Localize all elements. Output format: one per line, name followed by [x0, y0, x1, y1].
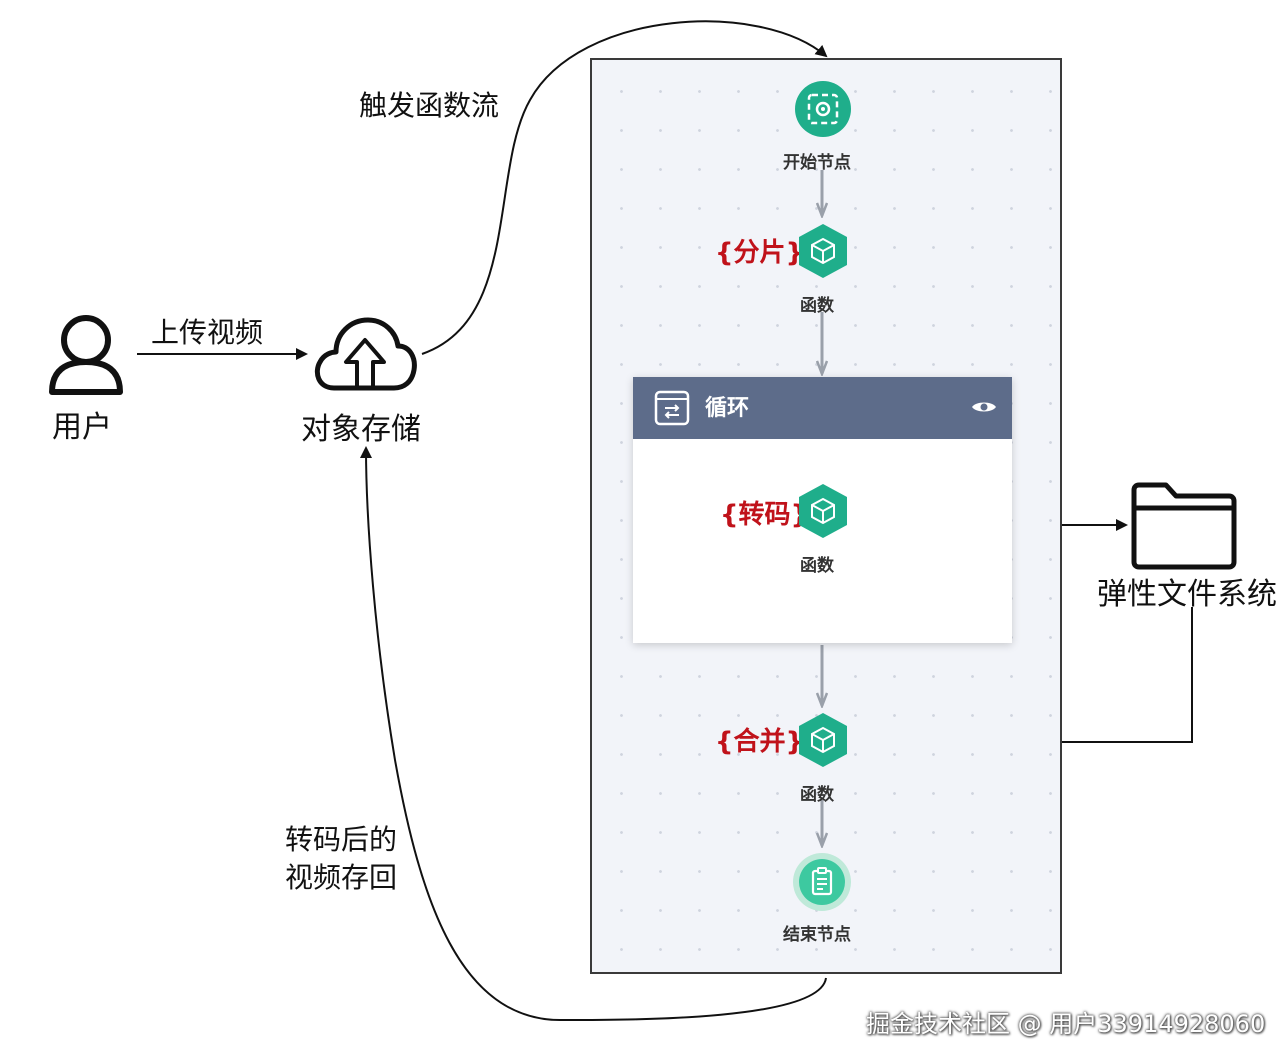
merge-tag: {合并}: [715, 727, 805, 757]
user-icon: [49, 315, 123, 395]
transcode-tag: {转码}: [720, 500, 810, 530]
return-label-line1: 转码后的: [285, 823, 398, 856]
cube-icon: [799, 484, 847, 538]
start-node-caption: 开始节点: [783, 153, 851, 173]
upload-label: 上传视频: [151, 316, 264, 349]
cloud-upload-icon: [314, 317, 417, 391]
transcode-function-caption: 函数: [800, 556, 834, 576]
file-system-label: 弹性文件系统: [1097, 577, 1277, 612]
end-node[interactable]: [792, 852, 852, 912]
folder-icon: [1131, 482, 1237, 570]
merge-function-node[interactable]: [796, 711, 850, 769]
storage-label: 对象存储: [301, 412, 421, 447]
split-function-node[interactable]: [796, 222, 850, 280]
clipboard-icon: [793, 853, 851, 911]
start-target-icon: [795, 81, 851, 137]
watermark: 掘金技术社区 @ 用户33914928060: [866, 1010, 1266, 1038]
user-label: 用户: [52, 410, 112, 445]
transcode-function-node[interactable]: [796, 482, 850, 540]
trigger-label: 触发函数流: [359, 89, 500, 122]
start-node[interactable]: [794, 80, 852, 138]
cube-icon: [799, 713, 847, 767]
file-system-actor: [1130, 482, 1238, 570]
user-actor: [46, 312, 126, 396]
end-node-caption: 结束节点: [783, 925, 851, 945]
trigger-arrow: [421, 20, 828, 355]
loop-icon: [654, 390, 690, 426]
return-label-line2: 视频存回: [285, 861, 398, 894]
cube-icon: [799, 224, 847, 278]
split-tag: {分片}: [715, 238, 805, 268]
loop-title: 循环: [705, 396, 750, 421]
eye-icon[interactable]: [971, 399, 997, 415]
split-function-caption: 函数: [800, 296, 834, 316]
storage-actor: [312, 314, 418, 394]
loop-header: 循环: [633, 377, 1012, 439]
merge-function-caption: 函数: [800, 785, 834, 805]
return-arrow: [360, 446, 827, 1022]
